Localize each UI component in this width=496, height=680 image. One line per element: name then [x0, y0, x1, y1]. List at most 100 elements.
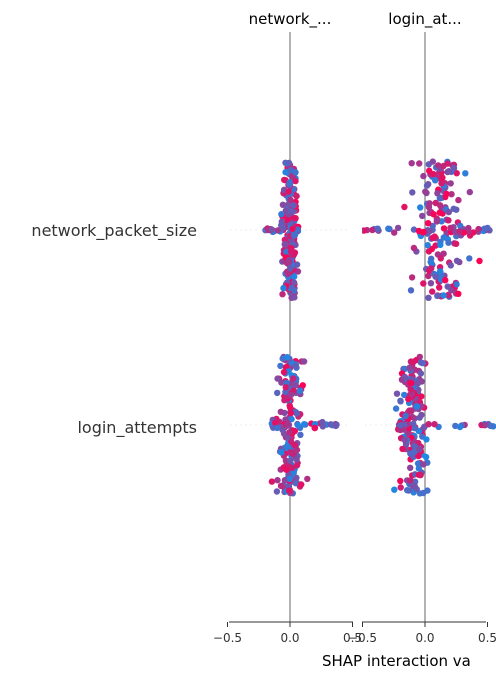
- shap-point: [487, 422, 494, 429]
- shap-point: [405, 395, 412, 403]
- shap-point: [281, 241, 288, 248]
- shap-point: [278, 211, 285, 218]
- shap-point: [292, 381, 299, 389]
- shap-point: [397, 484, 404, 491]
- shap-point: [293, 410, 300, 417]
- shap-point: [286, 429, 293, 436]
- panel-login: [350, 32, 496, 622]
- feature-label-network-packet-size: network_packet_size: [31, 221, 197, 241]
- shap-point: [408, 160, 415, 167]
- shap-point: [417, 471, 424, 479]
- shap-point: [274, 389, 281, 397]
- shap-point: [436, 284, 443, 291]
- x-tick-label: 0.0: [415, 631, 434, 645]
- shap-point: [414, 460, 422, 467]
- shap-point: [431, 421, 438, 428]
- shap-point: [416, 446, 423, 453]
- shap-point: [369, 226, 376, 234]
- shap-point: [429, 234, 436, 241]
- shap-point: [290, 375, 297, 382]
- shap-point: [436, 202, 444, 209]
- shap-point: [411, 482, 418, 490]
- shap-point: [476, 257, 483, 265]
- shap-point: [291, 231, 299, 239]
- shap-point: [456, 228, 463, 235]
- shap-point: [287, 196, 294, 203]
- shap-point: [425, 181, 432, 188]
- shap-point: [284, 421, 291, 428]
- shap-point: [397, 477, 404, 485]
- shap-point: [439, 174, 446, 181]
- shap-point: [287, 457, 294, 464]
- shap-point: [274, 424, 281, 432]
- shap-point: [287, 391, 295, 398]
- shap-point: [422, 453, 430, 461]
- shap-point: [280, 284, 287, 292]
- shap-point: [397, 397, 404, 404]
- shap-point: [434, 190, 441, 197]
- shap-point: [385, 225, 392, 232]
- shap-point: [413, 403, 421, 410]
- shap-point: [286, 181, 293, 188]
- shap-point: [409, 358, 417, 365]
- shap-point: [350, 228, 356, 234]
- shap-point: [407, 386, 414, 393]
- shap-point: [440, 250, 447, 257]
- shap-point: [284, 270, 291, 277]
- shap-point: [425, 421, 432, 428]
- shap-point: [391, 229, 398, 236]
- shap-point: [278, 379, 285, 386]
- shap-point: [293, 474, 300, 481]
- shap-point: [279, 291, 286, 298]
- shap-point: [411, 448, 418, 455]
- shap-point: [401, 373, 409, 381]
- shap-point: [434, 292, 441, 300]
- shap-point: [277, 408, 284, 415]
- shap-point: [356, 228, 362, 234]
- shap-point: [391, 486, 398, 493]
- shap-point: [298, 481, 305, 488]
- shap-point: [280, 368, 288, 376]
- shap-point: [289, 225, 296, 233]
- shap-point: [438, 218, 445, 225]
- shap-point: [282, 207, 289, 214]
- shap-point: [274, 477, 281, 484]
- shap-point: [408, 379, 415, 387]
- shap-point: [420, 280, 427, 287]
- shap-point: [411, 424, 419, 432]
- shap-point: [288, 464, 296, 471]
- shap-point: [281, 176, 288, 184]
- shap-point: [353, 227, 359, 233]
- shap-point: [291, 273, 298, 280]
- shap-point: [447, 262, 454, 269]
- x-tick-label: −0.5: [348, 631, 377, 645]
- shap-point: [292, 362, 299, 370]
- shap-point: [414, 379, 421, 387]
- shap-point: [408, 274, 416, 281]
- shap-point: [406, 364, 413, 371]
- shap-point: [272, 419, 279, 427]
- shap-point: [440, 292, 447, 299]
- shap-point: [448, 191, 455, 198]
- shap-point: [424, 242, 431, 249]
- shap-point: [465, 224, 472, 232]
- shap-point: [293, 192, 300, 200]
- shap-point: [440, 234, 447, 241]
- shap-point: [423, 436, 430, 443]
- shap-point: [445, 168, 453, 175]
- shap-point: [415, 452, 422, 460]
- shap-point: [444, 283, 451, 290]
- shap-point: [286, 265, 294, 272]
- shap-point: [292, 169, 299, 176]
- shap-point: [281, 477, 289, 484]
- shap-point: [417, 359, 424, 366]
- shap-point: [436, 209, 443, 216]
- shap-point: [374, 225, 381, 232]
- panel-network: [230, 32, 350, 622]
- shap-point: [416, 353, 423, 361]
- shap-point: [418, 411, 425, 419]
- shap-point: [432, 273, 439, 280]
- shap-point: [293, 462, 301, 469]
